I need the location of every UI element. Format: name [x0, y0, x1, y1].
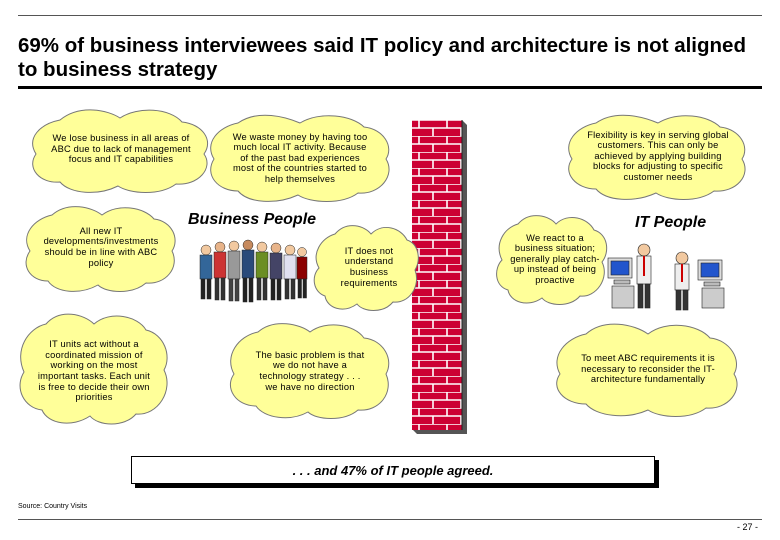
slide-title: 69% of business interviewees said IT pol… — [18, 34, 746, 81]
quote-react: We react to a business situation; genera… — [510, 232, 600, 285]
quote-flexibility: Flexibility is key in serving global cus… — [587, 129, 729, 182]
quote-abc-requirements: To meet ABC requirements it is necessary… — [581, 353, 715, 385]
cloud-basic-problem: The basic problem is that we do not have… — [229, 320, 390, 420]
quote-lose-business: We lose business in all areas of ABC due… — [51, 133, 191, 165]
quote-basic-problem: The basic problem is that we do not have… — [255, 349, 365, 392]
source-note: Source: Country Visits — [18, 503, 88, 510]
page-number: - 27 - — [736, 522, 758, 532]
cloud-flexibility: Flexibility is key in serving global cus… — [568, 113, 746, 200]
cloud-all-new-it: All new IT developments/investments shou… — [25, 203, 176, 292]
quote-it-no-understand: IT does not understand business requirem… — [340, 245, 398, 288]
cloud-lose-business: We lose business in all areas of ABC due… — [30, 106, 210, 193]
conclusion-text: . . . and 47% of IT people agreed. — [292, 462, 494, 478]
it-person-computer-icon — [607, 243, 725, 311]
quote-it-units: IT units act without a coordinated missi… — [37, 339, 151, 403]
conclusion-box: . . . and 47% of IT people agreed. — [131, 456, 655, 484]
title-rule — [18, 86, 762, 89]
cloud-react: We react to a business situation; genera… — [496, 212, 608, 305]
cloud-it-no-understand: IT does not understand business requirem… — [313, 222, 419, 311]
top-divider — [18, 15, 762, 16]
bottom-divider — [18, 519, 762, 520]
business-people-heading: Business People — [188, 211, 317, 228]
cloud-it-units: IT units act without a coordinated missi… — [19, 310, 168, 428]
quote-all-new-it: All new IT developments/investments shou… — [43, 225, 159, 268]
quote-waste-money: We waste money by having too much local … — [232, 131, 368, 184]
cloud-waste-money: We waste money by having too much local … — [210, 113, 390, 202]
business-people-group-icon — [199, 239, 308, 303]
it-people-heading: IT People — [635, 214, 707, 231]
cloud-abc-requirements: To meet ABC requirements it is necessary… — [556, 320, 740, 418]
